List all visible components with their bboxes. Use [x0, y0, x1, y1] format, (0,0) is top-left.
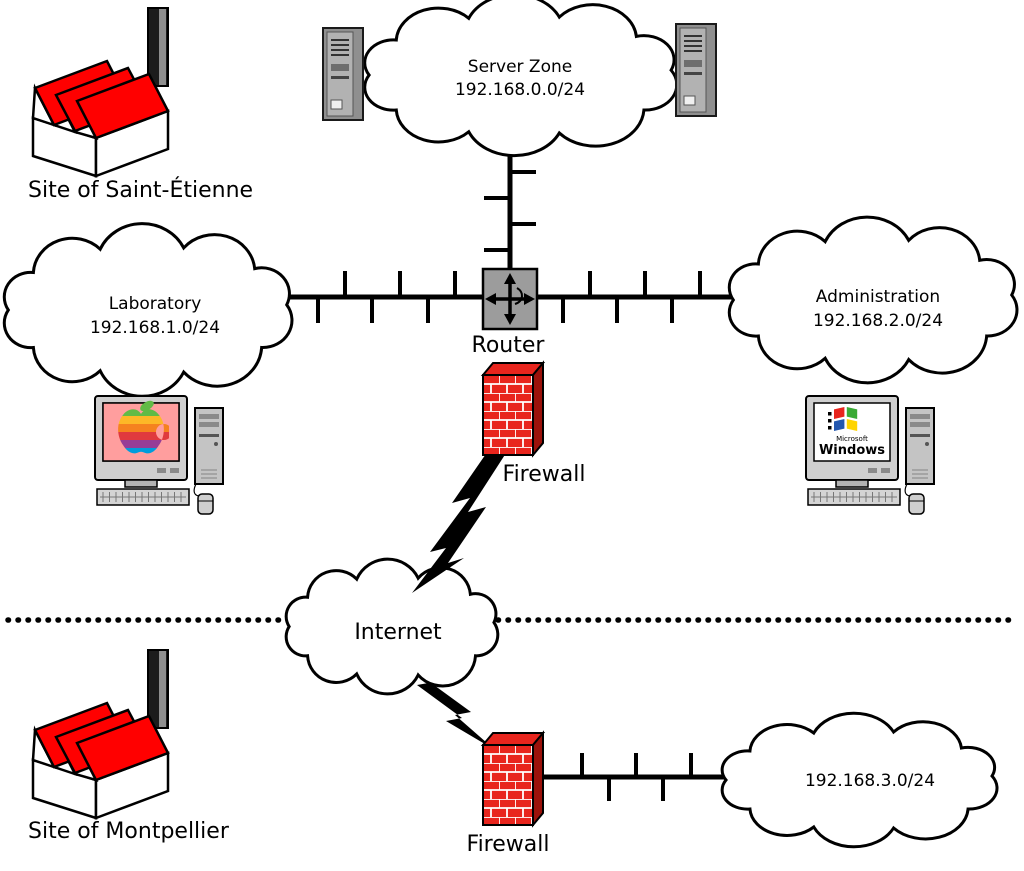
mac-workstation-icon	[94, 395, 224, 515]
windows-brand-small: Microsoft	[836, 435, 868, 443]
factory-saint-etienne-icon	[31, 6, 170, 178]
site-saint-etienne-label: Site of Saint-Étienne	[28, 177, 253, 203]
administration-name: Administration	[816, 287, 940, 307]
server-zone-cloud	[365, 0, 677, 156]
factory-montpellier-icon	[31, 648, 170, 820]
windows-workstation-icon: Microsoft Windows	[805, 395, 935, 515]
site-montpellier-label: Site of Montpellier	[28, 819, 230, 844]
server-tower-left-icon	[322, 27, 364, 121]
laboratory-name: Laboratory	[109, 294, 202, 314]
lightning-bolt-top-icon	[412, 448, 508, 593]
server-zone-bus	[484, 138, 536, 269]
firewall-site2-icon	[480, 730, 546, 828]
internet-label: Internet	[354, 620, 442, 645]
laboratory-subnet: 192.168.1.0/24	[90, 318, 220, 338]
bus-tap-marks	[580, 753, 693, 801]
firewall-site1-label: Firewall	[503, 462, 586, 487]
windows-brand-large: Windows	[819, 443, 885, 458]
router-label: Router	[472, 333, 546, 358]
server-tower-right-icon	[675, 23, 717, 117]
server-zone-subnet: 192.168.0.0/24	[455, 80, 585, 100]
montpellier-bus	[536, 753, 735, 801]
administration-subnet: 192.168.2.0/24	[813, 311, 943, 331]
firewall-site2-label: Firewall	[467, 832, 550, 857]
bus-tap-marks	[484, 170, 536, 252]
server-zone-name: Server Zone	[468, 57, 572, 77]
bus-tap-marks	[316, 271, 702, 323]
router-icon	[481, 267, 539, 331]
lightning-bolt-bottom-icon	[390, 648, 495, 750]
firewall-site1-icon	[480, 360, 546, 458]
windows-flag-icon	[828, 407, 858, 431]
montpellier-lan-subnet: 192.168.3.0/24	[805, 771, 935, 791]
